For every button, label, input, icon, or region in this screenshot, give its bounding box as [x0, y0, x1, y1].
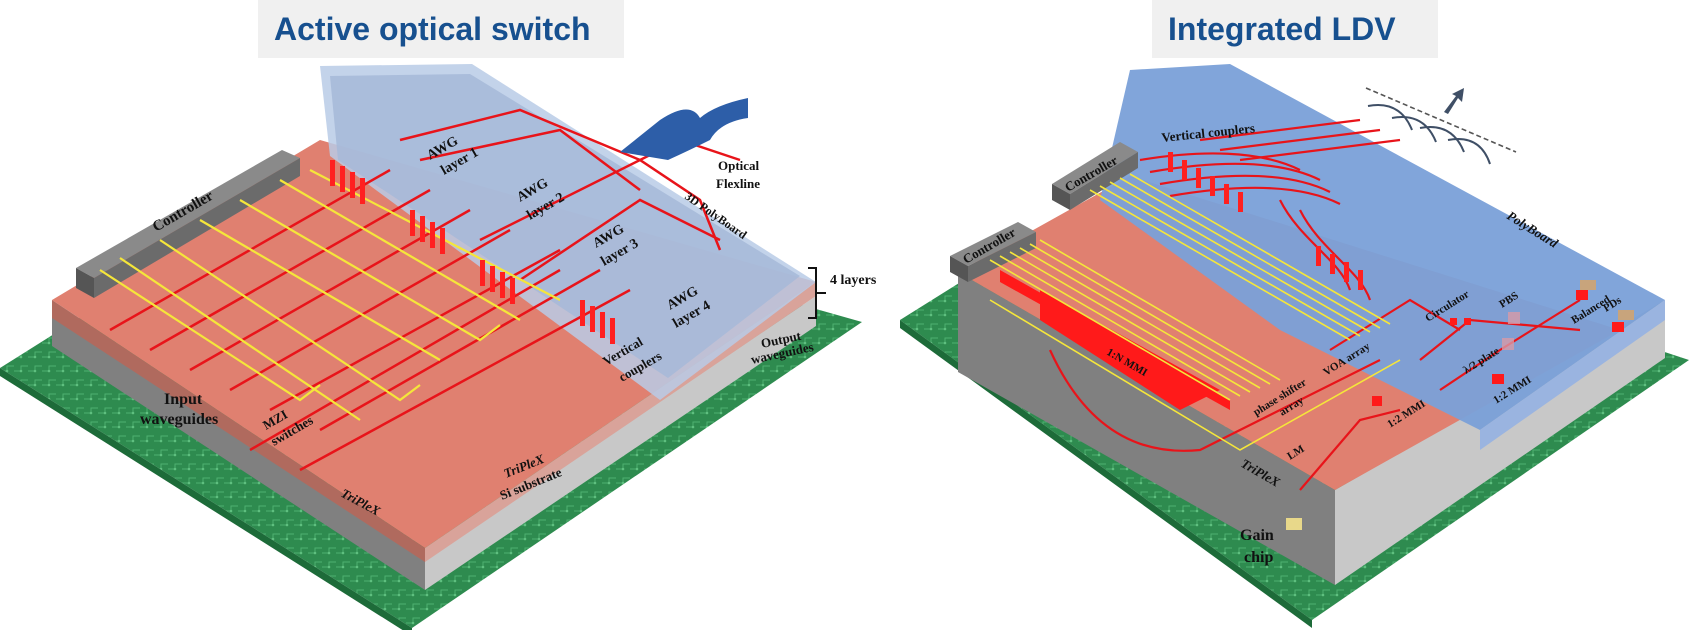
- circulator-block-1: [1450, 318, 1457, 325]
- panel-active-optical-switch: Controller: [0, 64, 877, 630]
- panel-title-box-right: Integrated LDV: [1152, 0, 1438, 58]
- half-wave-plate: [1502, 338, 1514, 350]
- controller-right-1-top: [950, 222, 1036, 266]
- si-substrate-right-side: [958, 272, 1335, 585]
- phase-shifter-array: [1000, 270, 1230, 410]
- balanced-pd-2: [1612, 322, 1624, 332]
- controller-left-front: [94, 158, 300, 298]
- pd-pad-1: [1580, 280, 1596, 290]
- pcb-board-left-edge: [0, 368, 412, 630]
- mmi-right-block: [1492, 374, 1504, 384]
- label-input-waveguides: waveguides: [140, 411, 218, 428]
- pbs-element: [1508, 312, 1520, 324]
- label-gain-chip: chip: [1244, 549, 1273, 566]
- label-gain: Gain: [1240, 527, 1274, 544]
- panel-title-active-optical-switch: Active optical switch: [274, 10, 591, 47]
- balanced-pd-1: [1576, 290, 1588, 300]
- polyboard-top: [330, 74, 800, 378]
- emission-arrow-icon: [1444, 88, 1464, 114]
- wavefront-line: [1365, 87, 1517, 153]
- panel-title-integrated-ldv: Integrated LDV: [1168, 10, 1396, 47]
- label-optical: Optical: [718, 158, 760, 173]
- controller-right-2-side: [1052, 184, 1070, 210]
- triplex-layer-left-side: [52, 300, 425, 562]
- layers-bracket: [808, 267, 826, 319]
- panel-title-box-left: Active optical switch: [258, 0, 624, 58]
- controller-left-side: [76, 268, 94, 298]
- label-flexline: Flexline: [716, 176, 760, 191]
- controller-right-2-top: [1052, 142, 1138, 194]
- panel-integrated-ldv: Controller Controller: [900, 64, 1689, 628]
- mmi-mid-block: [1372, 396, 1382, 406]
- circulator-block-2: [1464, 318, 1471, 325]
- vertical-couplers-right: [1168, 152, 1363, 290]
- label-input: Input: [164, 391, 203, 408]
- controller-right-2-front: [1070, 152, 1138, 210]
- pd-pad-2: [1618, 310, 1634, 320]
- controller-left-top: [76, 150, 300, 278]
- waveguides-right: [1048, 118, 1581, 491]
- polyboard-right-edge: [1480, 300, 1665, 450]
- vertical-couplers-left: [330, 160, 615, 344]
- si-substrate-left-front: [425, 296, 816, 590]
- gain-chip-block: [1286, 518, 1302, 530]
- wave-arcs: [1367, 104, 1491, 165]
- optical-flexline: [620, 98, 748, 160]
- si-substrate-left-side: [52, 316, 425, 590]
- label-4-layers: 4 layers: [830, 273, 877, 288]
- electrodes-right: [989, 173, 1401, 451]
- controller-right-1-side: [950, 256, 968, 282]
